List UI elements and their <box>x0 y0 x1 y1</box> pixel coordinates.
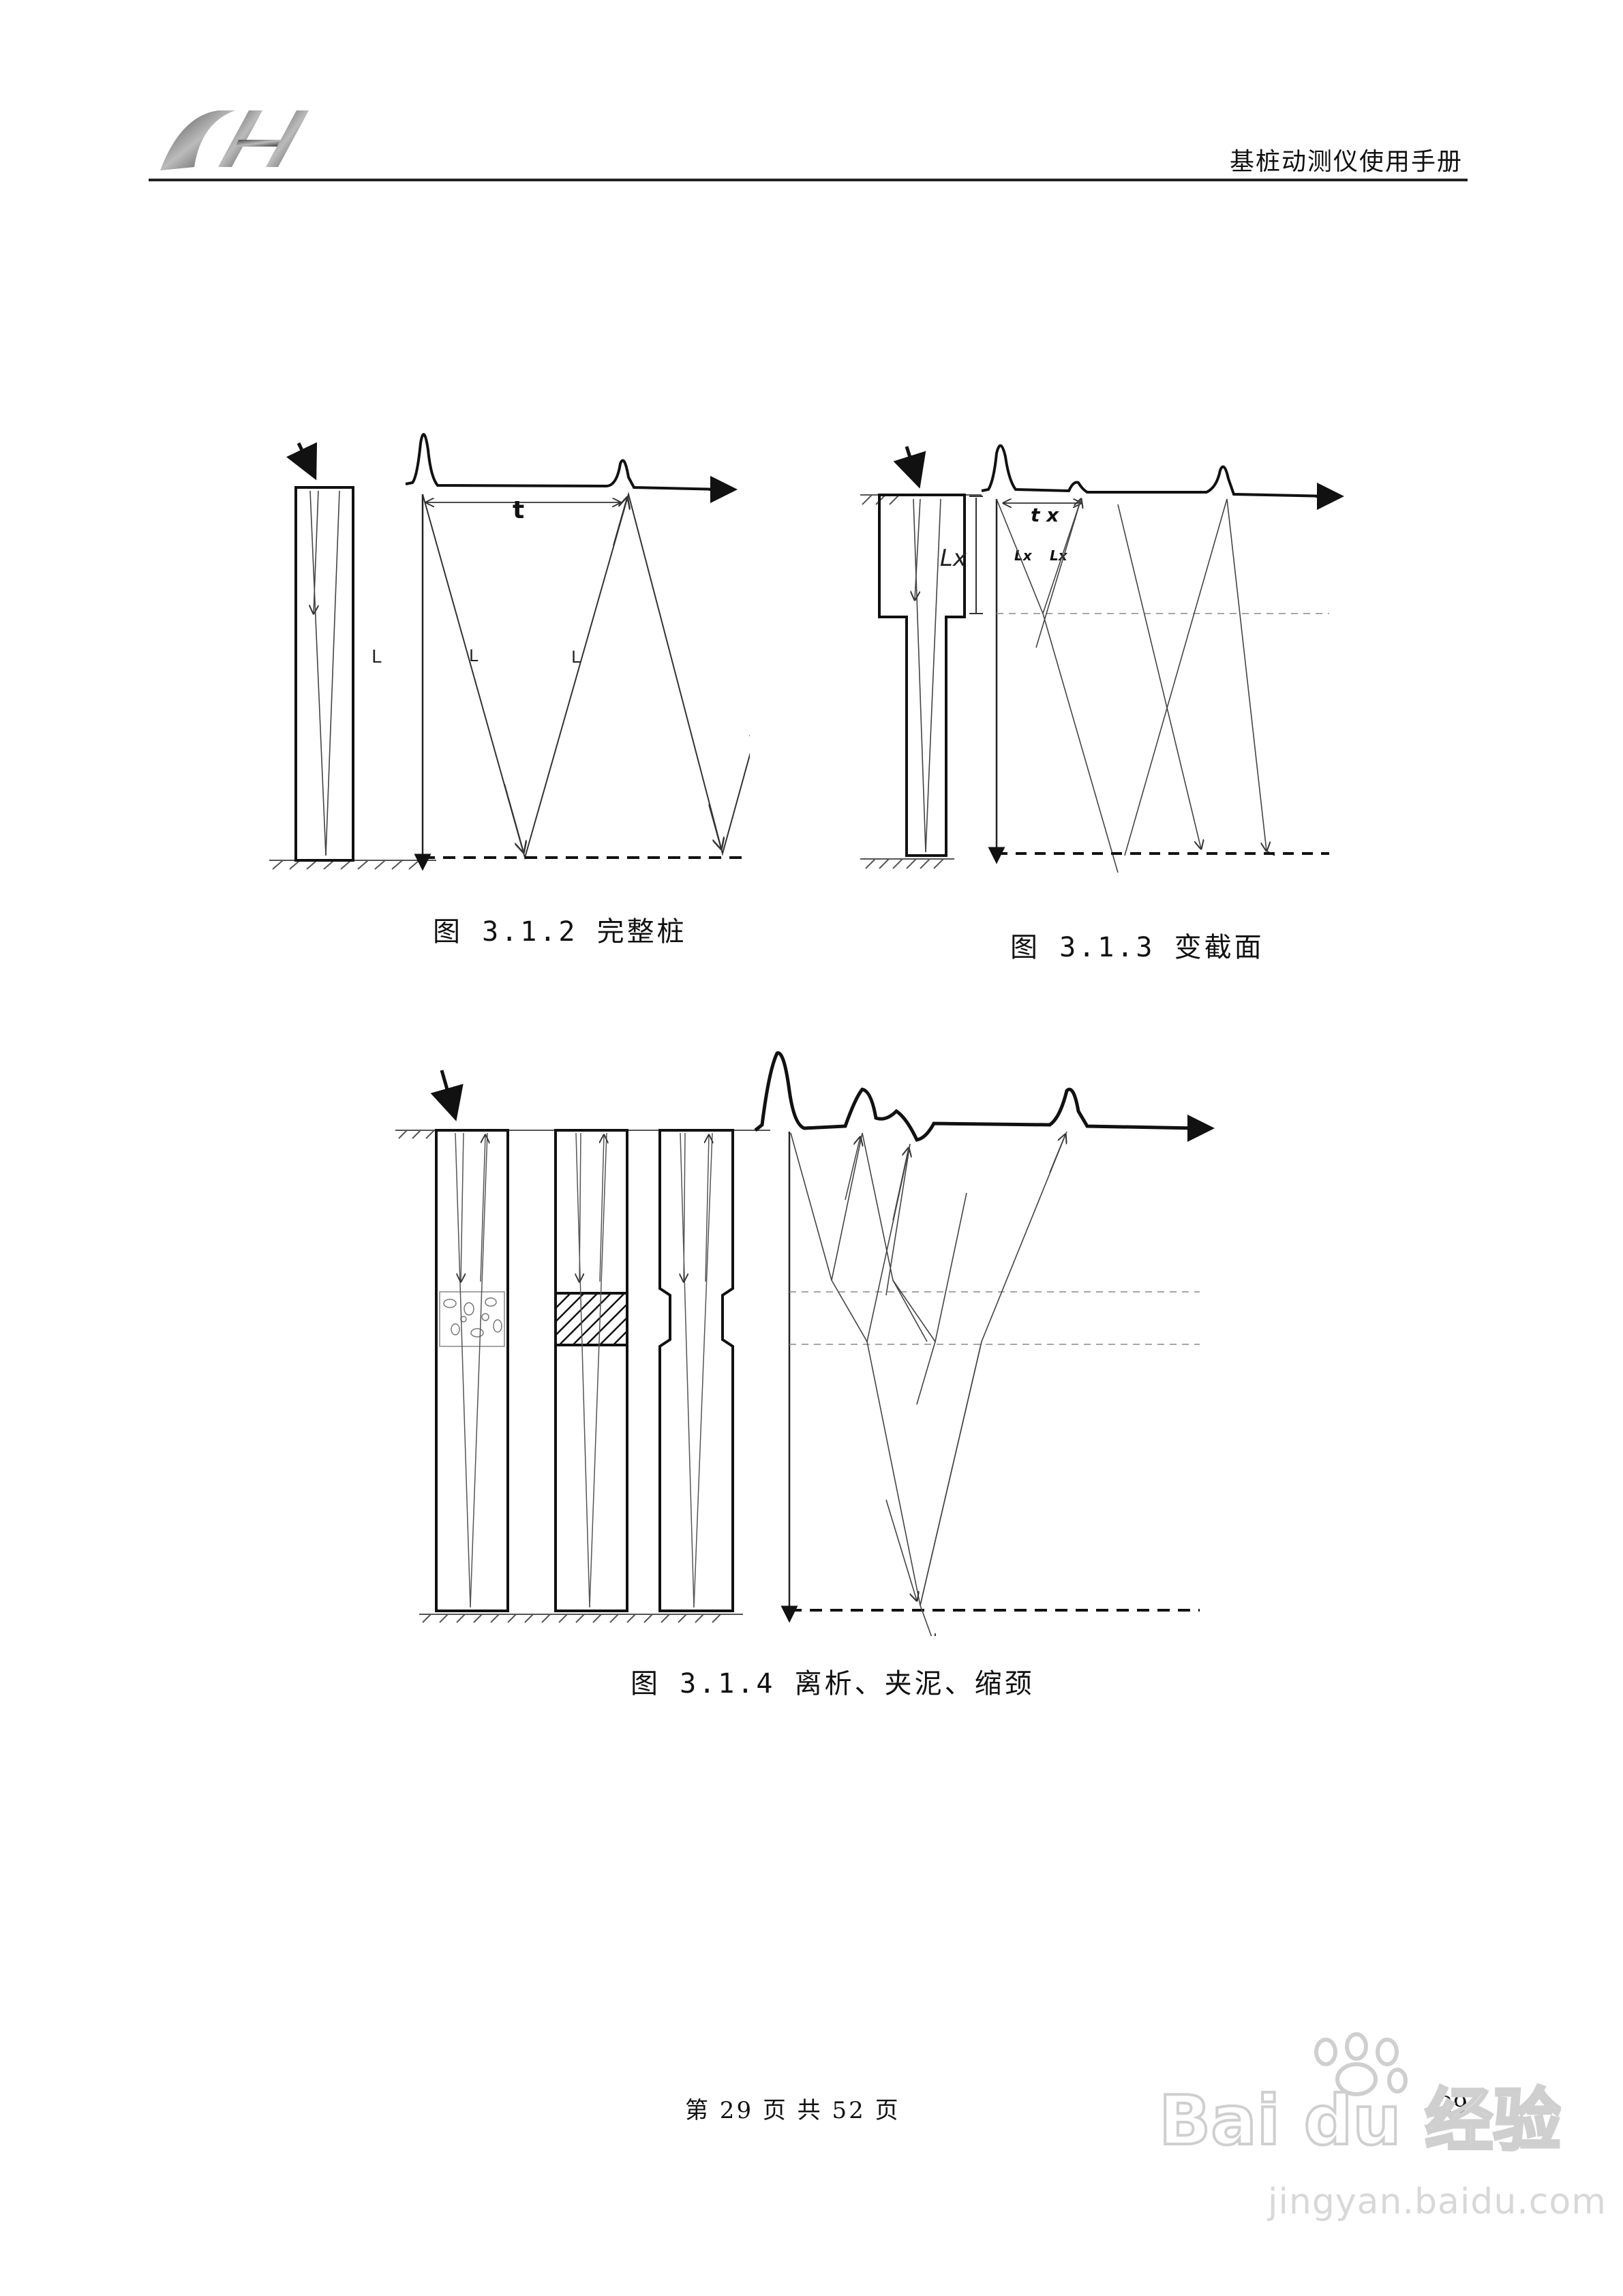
waveform-trace <box>981 444 1330 498</box>
waveform-trace <box>754 1051 1197 1142</box>
time-label: t <box>513 496 524 524</box>
figure-caption-defects: 图 3.1.4 离析、夹泥、缩颈 <box>631 1668 1035 1700</box>
header-divider <box>149 179 1468 181</box>
figure-caption-variable-section: 图 3.1.3 变截面 <box>1010 932 1264 963</box>
figure-variable-section-pile: Lx t x Lx Lx <box>860 444 1344 873</box>
leg2-label: Lx <box>1050 547 1068 564</box>
up-leg-label: L <box>571 648 581 667</box>
time-x-label: t x <box>1031 504 1059 526</box>
baidu-jingyan-watermark: Bai du 经验 <box>1157 2032 1561 2162</box>
page-counter: 第 29 页 共 52 页 <box>685 2097 900 2124</box>
waveform-trace <box>405 433 723 491</box>
pile-mud-inclusion <box>554 1129 628 1612</box>
pile-length-label: L <box>371 647 382 667</box>
figure-intact-pile: L t L L <box>269 433 750 871</box>
stepped-pile <box>878 494 966 857</box>
watermark-url: jingyan.baidu.com <box>1268 2181 1607 2222</box>
pile-necking <box>658 1129 734 1612</box>
depth-label: Lx <box>940 545 967 572</box>
figure-defect-piles <box>395 1051 1215 1636</box>
pile <box>294 486 354 862</box>
header-title: 基桩动测仪使用手册 <box>1229 148 1463 176</box>
figure-caption-intact-pile: 图 3.1.2 完整桩 <box>433 916 687 948</box>
watermark-brand: Bai du 经验 <box>1159 2081 1561 2160</box>
page-number: 29 <box>1438 2091 1468 2119</box>
down-leg-label: L <box>469 646 479 665</box>
pile-segregation <box>435 1129 509 1612</box>
company-logo <box>160 110 309 170</box>
